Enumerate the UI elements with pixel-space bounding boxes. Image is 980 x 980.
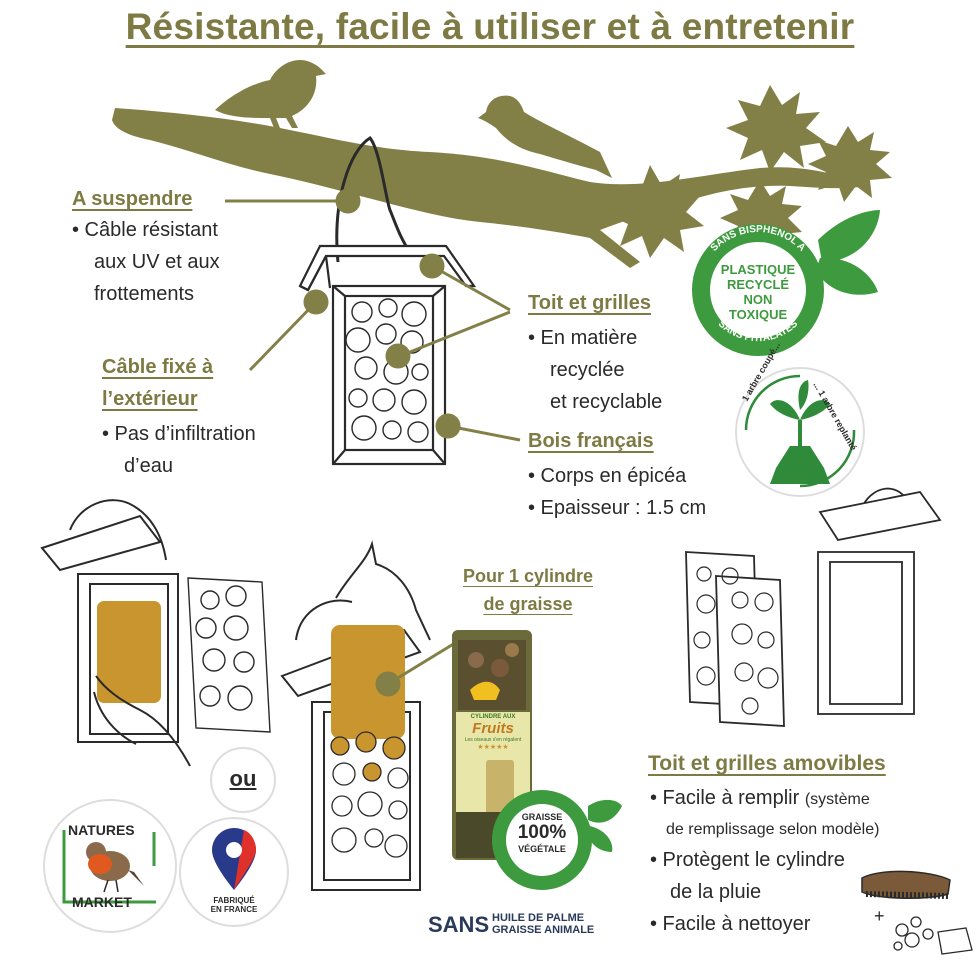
natures-label: NATURES <box>68 822 135 838</box>
text-line: recyclée <box>550 359 625 381</box>
graisse-top: GRAISSE <box>521 812 563 822</box>
sans-line: GRAISSE ANIMALE <box>492 924 595 936</box>
text-line: • Corps en épicéa <box>528 465 687 487</box>
text-block-cable: • Pas d’infiltration d’eau <box>102 418 256 482</box>
text-line: • Facile à nettoyer <box>650 908 970 940</box>
brush-icon <box>861 870 951 899</box>
item-protegent: • Protègent le cylindre <box>650 849 845 871</box>
disassembled-grille-holes <box>693 566 779 715</box>
item-remplir: • Facile à remplir <box>650 787 800 809</box>
cylinder-pointer <box>375 638 461 697</box>
feeder-disassembled-drawing <box>685 487 942 727</box>
text-block-suspendre: • Câble résistant aux UV et aux frotteme… <box>72 214 220 310</box>
plastique-badge-text: PLASTIQUE RECYCLÉ NON TOXIQUE <box>708 262 808 322</box>
feeder-open-drawing <box>40 499 191 767</box>
text-block-toit: • En matière recyclée et recyclable <box>528 322 662 418</box>
item-remplir-note-2: de remplissage selon modèle) <box>666 821 880 838</box>
item-nettoyer: • Facile à nettoyer <box>650 913 811 935</box>
text-block-amovibles: • Facile à remplir (système de remplissa… <box>650 782 970 940</box>
fabrique-line: EN FRANCE <box>210 905 258 914</box>
heading-exterieur: l’extérieur <box>102 388 198 410</box>
sapling-icon <box>770 380 830 484</box>
feeder-grille <box>345 298 429 443</box>
badge-line: TOXIQUE <box>728 307 788 322</box>
loose-grille <box>187 577 271 733</box>
package-label: CYLINDRE AUX Fruits Les oiseaux s'en rég… <box>456 714 530 751</box>
item-remplir-note: (système <box>804 791 870 808</box>
ou-label: ou <box>229 766 257 791</box>
graisse-bottom: VÉGÉTALE <box>518 844 566 854</box>
text-line: • Pas d’infiltration <box>102 423 256 445</box>
package-sub: Les oiseaux s'en régalent <box>464 737 522 743</box>
sans-big: SANS <box>428 912 490 937</box>
text-line: d’eau <box>124 455 173 477</box>
package-small: CYLINDRE AUX <box>470 714 516 720</box>
heading-toit-grilles: Toit et grilles <box>528 292 651 314</box>
text-line: • Facile à remplir (système <box>650 782 970 816</box>
plus-sign: + <box>874 906 885 926</box>
text-line: aux UV et aux <box>94 251 220 273</box>
filled-grille <box>330 731 409 858</box>
bird-icon <box>478 95 612 178</box>
sans-line: HUILE DE PALME <box>492 912 585 924</box>
ou-badge <box>210 747 276 813</box>
heading-a-suspendre: A suspendre <box>72 188 193 210</box>
text-line: et recyclable <box>550 391 663 413</box>
package-stars: ★★★★★ <box>477 744 509 751</box>
robin-icon <box>86 842 144 893</box>
text-block-bois: • Corps en épicéa • Epaisseur : 1.5 cm <box>528 460 706 524</box>
market-label: MARKET <box>72 894 132 910</box>
heading-de-graisse: de graisse <box>483 594 573 614</box>
badge-line: RECYCLÉ <box>726 277 790 292</box>
plastique-recycle-badge <box>692 210 880 356</box>
soap-bubbles-icon <box>893 916 973 955</box>
badge-line: PLASTIQUE <box>720 262 796 277</box>
location-pin-icon <box>212 828 256 890</box>
graisse-badge-text: GRAISSE 100% VÉGÉTALE <box>506 812 578 854</box>
bird-icon <box>215 60 326 128</box>
sans-details: HUILE DE PALME GRAISSE ANIMALE <box>492 912 594 936</box>
text-line: • Epaisseur : 1.5 cm <box>528 497 707 519</box>
page-title: Résistante, facile à utiliser et à entre… <box>125 6 855 47</box>
fabrique-label: FABRIQUÉ EN FRANCE <box>200 896 268 914</box>
heading-pour-1-cylindre: Pour 1 cylindre <box>462 566 594 586</box>
item-pluie: de la pluie <box>670 881 762 903</box>
badge-line: NON <box>743 292 773 307</box>
text-line: frottements <box>94 283 195 305</box>
heading-toit-grilles-amovibles: Toit et grilles amovibles <box>648 752 886 775</box>
heading-cable-fixe: Câble fixé à <box>102 356 214 378</box>
text-line: • Câble résistant <box>72 219 218 241</box>
graisse-vegetale-badge <box>492 790 622 890</box>
callout-pointers <box>225 188 521 442</box>
text-line: • En matière <box>528 327 638 349</box>
package-brand: Fruits <box>472 720 514 737</box>
graisse-percent: 100% <box>517 822 567 843</box>
fabrique-line: FABRIQUÉ <box>213 896 255 905</box>
heading-bois-francais: Bois français <box>528 430 654 452</box>
